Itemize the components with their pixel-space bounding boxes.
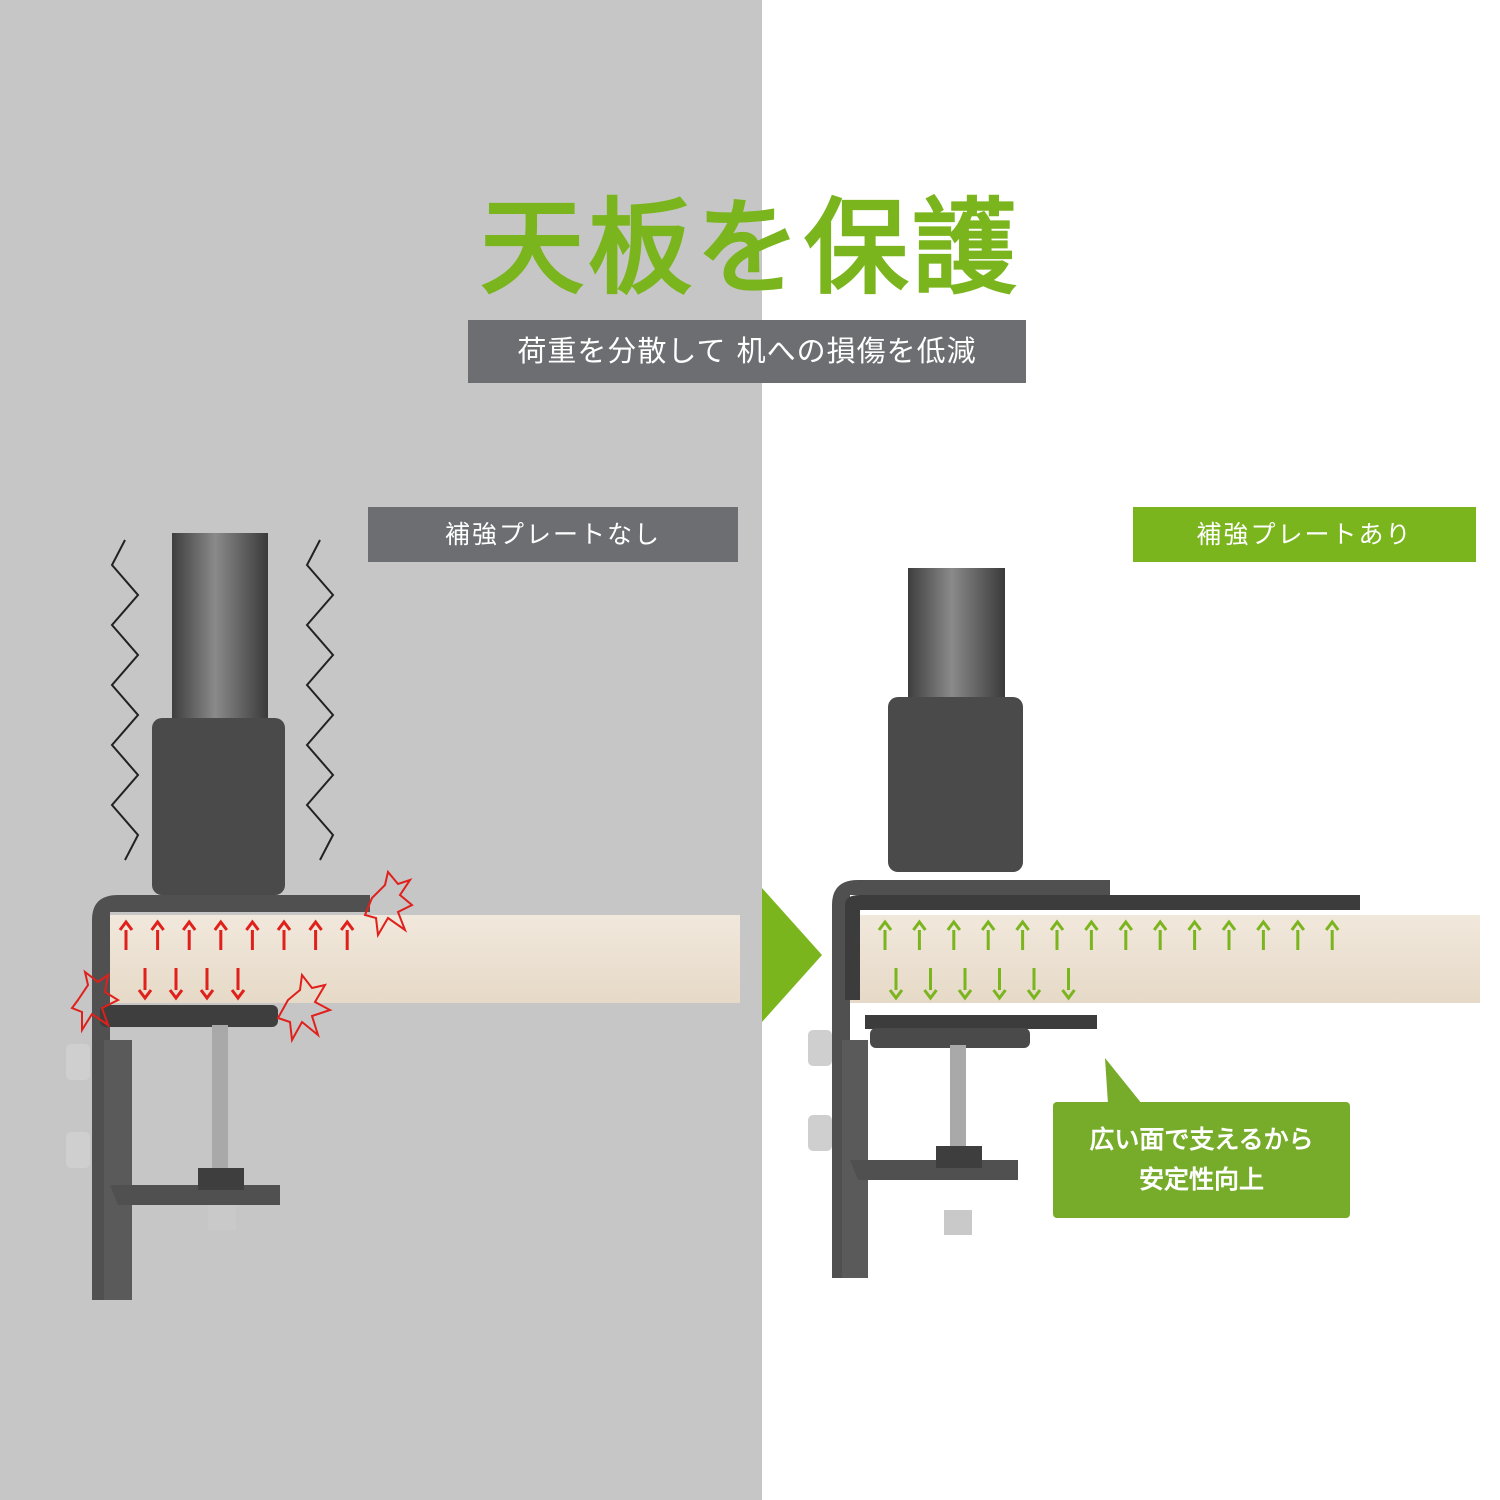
callout-line-2: 安定性向上	[1138, 1165, 1264, 1194]
arrow-up-icon	[1153, 919, 1168, 950]
subtitle-banner: 荷重を分散して 机への損傷を低減	[468, 320, 1026, 383]
arrow-up-icon	[276, 919, 292, 950]
stress-arrows-down-red	[137, 968, 246, 1001]
arrow-down-icon	[230, 968, 246, 1001]
arrow-down-icon	[957, 968, 973, 1001]
support-arrows-down-green	[888, 968, 1076, 1001]
arrow-up-icon	[1015, 919, 1030, 950]
vibration-zigzag-right	[305, 539, 335, 861]
arrow-down-icon	[137, 968, 153, 1001]
pressure-pad	[870, 1028, 1030, 1048]
support-arrows-up-green	[877, 919, 1340, 950]
arrow-up-icon	[1187, 919, 1202, 950]
arrow-up-icon	[150, 919, 165, 950]
arrow-up-icon	[877, 919, 893, 950]
arrow-up-icon	[1049, 919, 1065, 950]
pole	[172, 533, 268, 723]
arrow-up-icon	[213, 919, 228, 950]
arrow-up-icon	[912, 919, 927, 950]
reinforcement-plate-bottom	[865, 1015, 1097, 1029]
arrow-up-icon	[118, 919, 134, 950]
arrow-up-icon	[1290, 919, 1305, 950]
arrow-up-icon	[1325, 919, 1340, 950]
arrow-down-icon	[992, 968, 1007, 1001]
arrow-up-icon	[308, 919, 323, 950]
screw	[950, 1045, 966, 1165]
comparison-arrow-icon	[762, 888, 822, 1022]
impact-burst-icon	[276, 972, 333, 1044]
foam-sleeve	[888, 697, 1023, 872]
arrow-up-icon	[340, 919, 355, 950]
label-without-plate: 補強プレートなし	[368, 507, 738, 562]
arrow-down-icon	[923, 968, 938, 1001]
arrow-down-icon	[888, 968, 904, 1001]
arrow-up-icon	[1118, 919, 1133, 950]
arrow-up-icon	[182, 919, 197, 950]
arrow-up-icon	[245, 919, 260, 950]
arrow-down-icon	[168, 968, 184, 1001]
pole	[908, 568, 1005, 703]
arrow-up-icon	[981, 919, 996, 950]
stress-arrows-up-red	[118, 919, 355, 950]
callout-tail	[1105, 1058, 1142, 1104]
foam-sleeve	[152, 718, 285, 895]
impact-burst-icon	[363, 869, 414, 939]
arrow-down-icon	[1061, 968, 1076, 1001]
callout-line-1: 広い面で支えるから	[1089, 1125, 1314, 1154]
screw	[212, 1025, 228, 1175]
arrow-up-icon	[1221, 919, 1237, 950]
reinforcement-plate-top	[845, 895, 1360, 1000]
callout-bubble: 広い面で支えるから 安定性向上	[1053, 1102, 1350, 1218]
pressure-pad	[100, 1005, 278, 1027]
impact-burst-icon	[70, 969, 121, 1034]
page-title: 天板を保護	[480, 187, 1021, 309]
arrow-up-icon	[1084, 919, 1099, 950]
arrow-up-icon	[946, 919, 961, 950]
arrow-down-icon	[199, 968, 215, 1001]
vibration-zigzag-left	[110, 539, 140, 861]
arrow-up-icon	[1256, 919, 1271, 950]
left-clamp	[66, 533, 740, 1300]
desk-plank	[100, 915, 740, 1003]
arrow-down-icon	[1026, 968, 1042, 1001]
label-with-plate: 補強プレートあり	[1133, 507, 1476, 562]
right-clamp	[808, 568, 1480, 1278]
